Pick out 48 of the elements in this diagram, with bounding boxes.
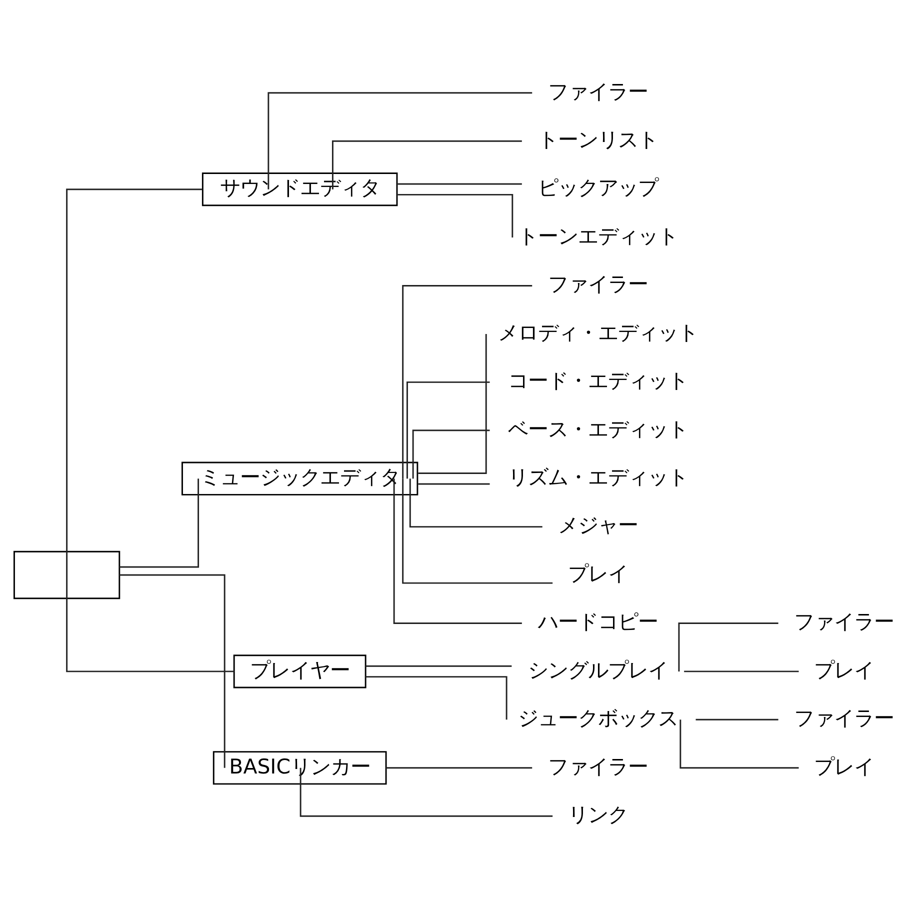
connector xyxy=(66,188,202,576)
node-text: ピックアップ xyxy=(538,176,658,200)
node-text: メロディ・エディット xyxy=(498,320,698,344)
connector xyxy=(366,676,508,720)
node-text: メジャー xyxy=(558,513,638,538)
connector xyxy=(332,140,522,190)
node-text: ファイラー xyxy=(794,706,894,730)
node-text: リンク xyxy=(568,802,628,826)
connector xyxy=(402,285,532,479)
connector xyxy=(402,478,553,584)
node-text: シングルプレイ xyxy=(528,658,668,682)
node-text: ベース・エディット xyxy=(508,416,688,441)
connector xyxy=(119,574,226,768)
node-box: プレイヤー xyxy=(233,654,366,688)
node-text: プレイ xyxy=(814,658,874,682)
node-text: リズム・エディット xyxy=(508,465,688,490)
node-text: ファイラー xyxy=(548,79,648,104)
node-text: トーンエディット xyxy=(518,224,678,248)
node-text: ファイラー xyxy=(548,272,648,296)
node-text: ジュークボックス xyxy=(518,706,678,730)
node-text: コード・エディット xyxy=(508,368,688,393)
node-text: ファイラー xyxy=(548,754,648,778)
node-box: ミュージックエディタ xyxy=(182,462,418,496)
connector xyxy=(418,483,490,485)
connector xyxy=(393,478,522,624)
connector xyxy=(678,622,778,672)
connector xyxy=(119,478,200,568)
node-text: プレイ xyxy=(568,561,628,586)
connector xyxy=(684,670,799,672)
connector xyxy=(680,720,799,769)
connector xyxy=(406,381,490,479)
connector xyxy=(412,430,490,479)
connector xyxy=(398,194,514,238)
connector xyxy=(366,665,512,667)
connector xyxy=(268,92,532,190)
node-text: ハードコピー xyxy=(538,610,658,634)
node-box xyxy=(14,550,120,600)
node-text: ファイラー xyxy=(794,610,894,634)
connector xyxy=(386,767,532,769)
node-box: サウンドエディタ xyxy=(202,172,398,206)
connector xyxy=(696,718,778,720)
connector xyxy=(409,478,542,528)
connector xyxy=(398,183,522,185)
connector xyxy=(418,334,487,474)
connector xyxy=(300,768,553,817)
connector xyxy=(66,575,234,672)
node-text: トーンリスト xyxy=(538,128,658,152)
node-text: プレイ xyxy=(814,754,874,778)
